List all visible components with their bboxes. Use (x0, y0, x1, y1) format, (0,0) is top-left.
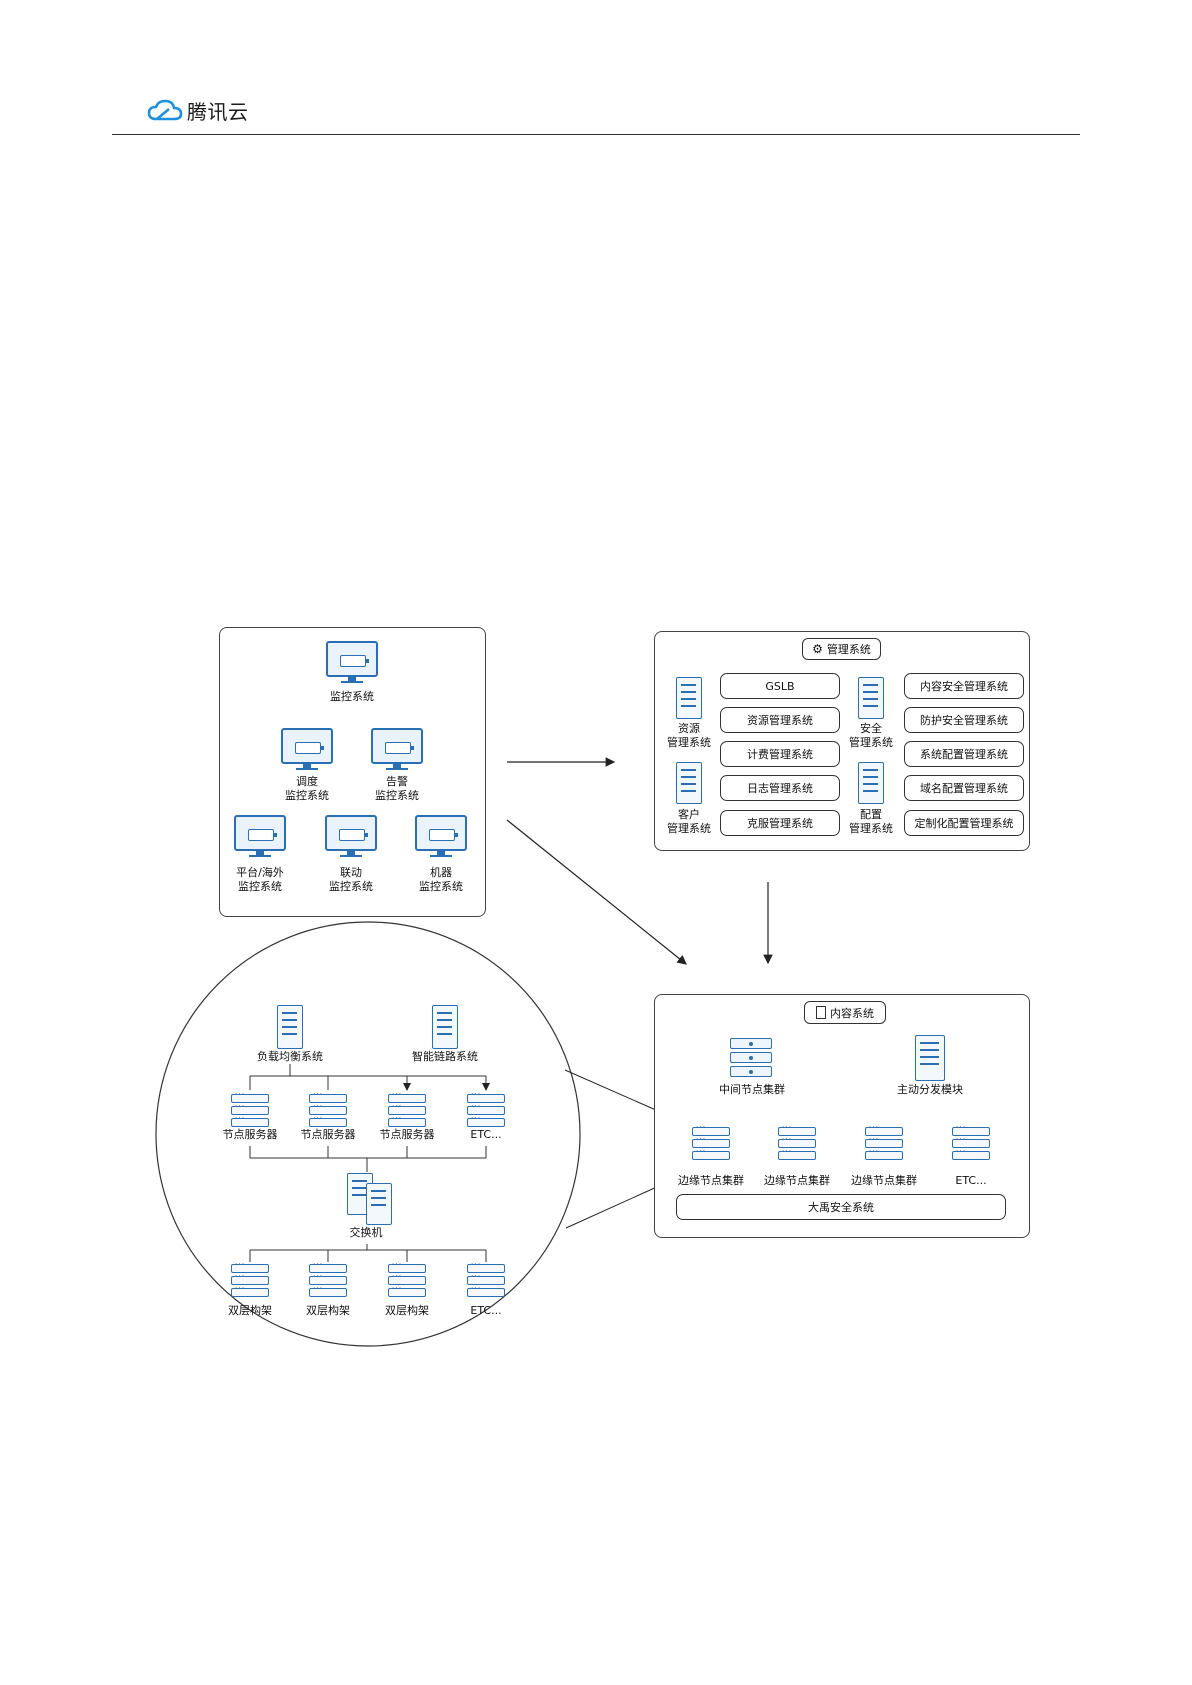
edge-cluster-icon (952, 1123, 990, 1163)
server-icon (676, 762, 702, 804)
edge-cluster-label: 边缘节点集群 (678, 1174, 744, 1187)
resource-mgmt-label: 资源管理系统 (667, 722, 711, 749)
brand-logo: 腾讯云 (147, 96, 249, 125)
server-icon (858, 762, 884, 804)
rack-icon (467, 1260, 505, 1300)
billing-mgmt-item: 计费管理系统 (720, 741, 840, 767)
node-server-icon (231, 1090, 269, 1130)
double-layer-label: 双层构架 (306, 1304, 350, 1317)
edge-cluster-icon (692, 1123, 730, 1163)
service-mgmt-item: 克服管理系统 (720, 810, 840, 836)
rack-icon (388, 1260, 426, 1300)
switch-icon (366, 1183, 392, 1225)
edge-cluster-label: 边缘节点集群 (764, 1174, 830, 1187)
domain-config-item: 域名配置管理系统 (904, 775, 1024, 801)
node-server-icon (309, 1090, 347, 1130)
content-security-item: 内容安全管理系统 (904, 673, 1024, 699)
custom-config-item: 定制化配置管理系统 (904, 810, 1024, 836)
monitor-system-label: 监控系统 (330, 690, 374, 703)
rack-icon (231, 1260, 269, 1300)
etc-label: ETC... (470, 1304, 502, 1317)
brand-name: 腾讯云 (187, 100, 249, 124)
cloud-icon (147, 99, 183, 120)
system-config-item: 系统配置管理系统 (904, 741, 1024, 767)
edge-cluster-icon (778, 1123, 816, 1163)
dispatch-monitor-label: 调度监控系统 (285, 775, 329, 802)
node-server-icon (388, 1090, 426, 1130)
node-server-label: 节点服务器 (379, 1128, 435, 1141)
switch-label: 交换机 (349, 1226, 383, 1239)
management-title: ⚙管理系统 (802, 638, 881, 660)
middle-cluster-icon (730, 1038, 772, 1080)
log-mgmt-item: 日志管理系统 (720, 775, 840, 801)
server-icon (277, 1005, 303, 1049)
node-server-label: 节点服务器 (222, 1128, 278, 1141)
security-mgmt-label: 安全管理系统 (849, 722, 893, 749)
server-icon (432, 1005, 458, 1049)
node-server-label: 节点服务器 (300, 1128, 356, 1141)
node-server-icon (467, 1090, 505, 1130)
header-divider (112, 134, 1080, 135)
edge-cluster-label: 边缘节点集群 (851, 1174, 917, 1187)
server-icon (676, 677, 702, 719)
middle-cluster-label: 中间节点集群 (719, 1083, 785, 1096)
machine-monitor-label: 机器监控系统 (419, 866, 463, 893)
load-balance-label: 负载均衡系统 (257, 1050, 323, 1063)
double-layer-label: 双层构架 (228, 1304, 272, 1317)
dispatch-module-label: 主动分发模块 (897, 1083, 963, 1096)
etc-label: ETC... (470, 1128, 502, 1141)
platform-monitor-label: 平台/海外监控系统 (236, 866, 284, 893)
alert-monitor-label: 告警监控系统 (375, 775, 419, 802)
smart-link-label: 智能链路系统 (412, 1050, 478, 1063)
dayu-security-bar: 大禹安全系统 (676, 1194, 1006, 1220)
content-title: 内容系统 (804, 1001, 886, 1024)
resource-mgmt-item: 资源管理系统 (720, 707, 840, 733)
edge-cluster-icon (865, 1123, 903, 1163)
server-icon (915, 1035, 945, 1081)
config-mgmt-label: 配置管理系统 (849, 808, 893, 835)
double-layer-label: 双层构架 (385, 1304, 429, 1317)
customer-mgmt-label: 客户管理系统 (667, 808, 711, 835)
gear-icon: ⚙ (812, 642, 823, 656)
linkage-monitor-label: 联动监控系统 (329, 866, 373, 893)
protection-security-item: 防护安全管理系统 (904, 707, 1024, 733)
rack-icon (309, 1260, 347, 1300)
document-icon (816, 1006, 826, 1019)
server-icon (858, 677, 884, 719)
gslb-item: GSLB (720, 673, 840, 699)
etc-label: ETC... (955, 1174, 987, 1187)
